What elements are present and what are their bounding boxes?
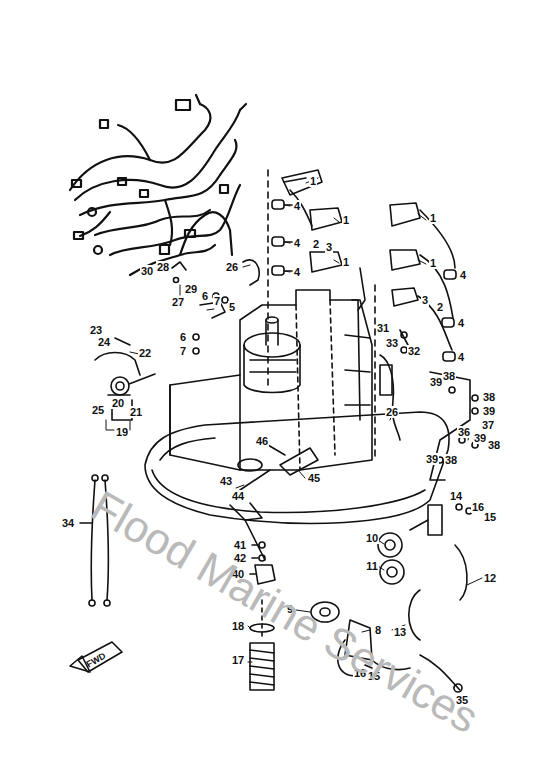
callout-number: 36 <box>457 426 471 438</box>
callout-number: 17 <box>231 654 245 666</box>
callout-number: 44 <box>231 490 245 502</box>
callout-number: 24 <box>97 336 111 348</box>
callout-number: 37 <box>481 419 495 431</box>
callout-number: 3 <box>325 241 333 253</box>
callout-number: 18 <box>231 620 245 632</box>
callout-number: 4 <box>457 351 465 363</box>
callout-number: 39 <box>473 432 487 444</box>
callout-number: 33 <box>385 337 399 349</box>
callout-number: 7 <box>179 345 187 357</box>
callout-number: 38 <box>482 391 496 403</box>
callout-number: 43 <box>219 475 233 487</box>
callout-number: 27 <box>171 296 185 308</box>
magneto-stator <box>244 317 300 393</box>
callout-number: 2 <box>312 238 320 250</box>
callout-number: 45 <box>307 472 321 484</box>
callout-number: 4 <box>293 200 301 212</box>
callout-number: 1 <box>342 214 350 226</box>
callout-number: 1 <box>429 212 437 224</box>
callout-number: 25 <box>91 404 105 416</box>
callout-number: 39 <box>425 453 439 465</box>
callout-number: 26 <box>385 406 399 418</box>
callout-number: 5 <box>228 301 236 313</box>
engine-block <box>170 290 372 470</box>
callout-number: 26 <box>225 261 239 273</box>
callout-number: 39 <box>482 405 496 417</box>
callout-number: 38 <box>442 370 456 382</box>
callout-number: 22 <box>138 347 152 359</box>
callout-number: 1 <box>429 257 437 269</box>
callout-number: 32 <box>407 345 421 357</box>
callout-number: 4 <box>457 317 465 329</box>
callout-number: 12 <box>483 572 497 584</box>
callout-number: 10 <box>365 532 379 544</box>
callout-number: 4 <box>459 269 467 281</box>
ignition-coils <box>268 170 455 460</box>
callout-number: 20 <box>111 397 125 409</box>
callout-number: 41 <box>233 539 247 551</box>
fwd-arrow <box>70 642 122 672</box>
callout-number: 38 <box>444 454 458 466</box>
callout-number: 8 <box>374 624 382 636</box>
callout-number: 11 <box>365 560 379 572</box>
callout-number: 46 <box>255 435 269 447</box>
callout-number: 6 <box>179 331 187 343</box>
callout-number: 6 <box>201 290 209 302</box>
callout-number: 1 <box>309 175 317 187</box>
callout-number: 1 <box>342 256 350 268</box>
wire-harness <box>70 95 246 275</box>
callout-number: 34 <box>61 517 75 529</box>
callout-number: 38 <box>487 439 501 451</box>
callout-number: 29 <box>184 283 198 295</box>
callout-number: 4 <box>293 266 301 278</box>
callout-number: 19 <box>115 426 129 438</box>
small-fittings <box>172 260 408 440</box>
callout-number: 31 <box>376 322 390 334</box>
callout-number: 30 <box>140 265 154 277</box>
callout-number: 4 <box>293 237 301 249</box>
plug-caps <box>272 200 456 361</box>
spring <box>250 624 274 690</box>
callout-number: 14 <box>449 490 463 502</box>
callout-number: 2 <box>436 301 444 313</box>
callout-number: 3 <box>421 294 429 306</box>
callout-number: 7 <box>213 295 221 307</box>
callout-number: 28 <box>156 261 170 273</box>
callout-number: 23 <box>89 324 103 336</box>
callout-number: 13 <box>393 626 407 638</box>
callout-number: 21 <box>129 406 143 418</box>
callout-number: 15 <box>483 511 497 523</box>
